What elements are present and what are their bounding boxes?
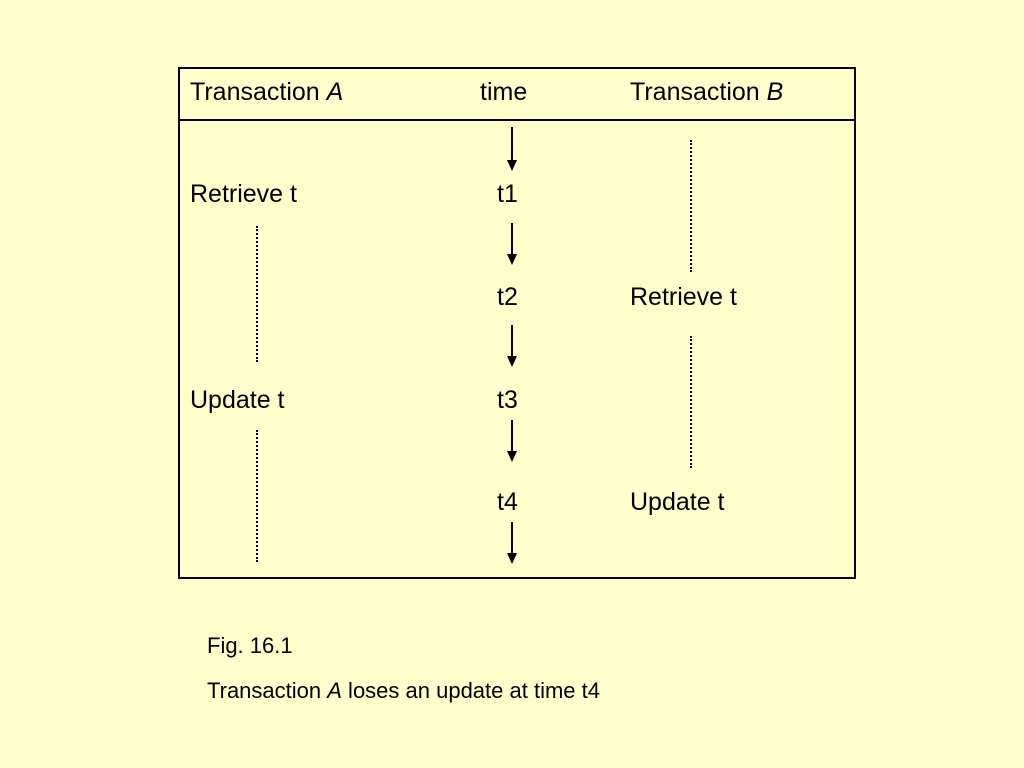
schedule-table [178, 67, 856, 579]
figure-caption-suffix: loses an update at time t4 [341, 678, 600, 703]
header-time: time [480, 78, 528, 106]
row-1-transaction-a: Retrieve t [190, 180, 297, 208]
transaction-a-wait-line-2 [256, 430, 258, 562]
header-transaction-b-letter: B [766, 78, 784, 106]
header-transaction-a: Transaction A [190, 80, 343, 105]
figure-caption: Transaction A loses an update at time t4 [207, 680, 600, 702]
time-arrow-5 [507, 522, 517, 564]
row-3-transaction-a: Update t [190, 386, 285, 414]
header-transaction-b-prefix: Transaction [630, 78, 767, 106]
row-4-time: t4 [497, 488, 518, 516]
transaction-b-wait-line-2 [690, 336, 692, 468]
header-transaction-a-letter: A [326, 78, 344, 106]
figure-caption-prefix: Transaction [207, 678, 328, 703]
transaction-b-wait-line-1 [690, 140, 692, 272]
row-2-time: t2 [497, 283, 518, 311]
figure-label: Fig. 16.1 [207, 633, 293, 658]
time-arrow-1 [507, 127, 517, 171]
row-1-time: t1 [497, 180, 518, 208]
header-divider [180, 119, 854, 121]
row-2-transaction-b: Retrieve t [630, 283, 737, 311]
figure-caption-letter: A [327, 678, 342, 703]
time-arrow-3 [507, 325, 517, 367]
header-transaction-b: Transaction B [630, 80, 783, 105]
row-3-time: t3 [497, 386, 518, 414]
header-transaction-a-prefix: Transaction [190, 78, 327, 106]
row-4-transaction-b: Update t [630, 488, 725, 516]
transaction-a-wait-line-1 [256, 226, 258, 362]
time-arrow-2 [507, 223, 517, 265]
time-arrow-4 [507, 420, 517, 462]
